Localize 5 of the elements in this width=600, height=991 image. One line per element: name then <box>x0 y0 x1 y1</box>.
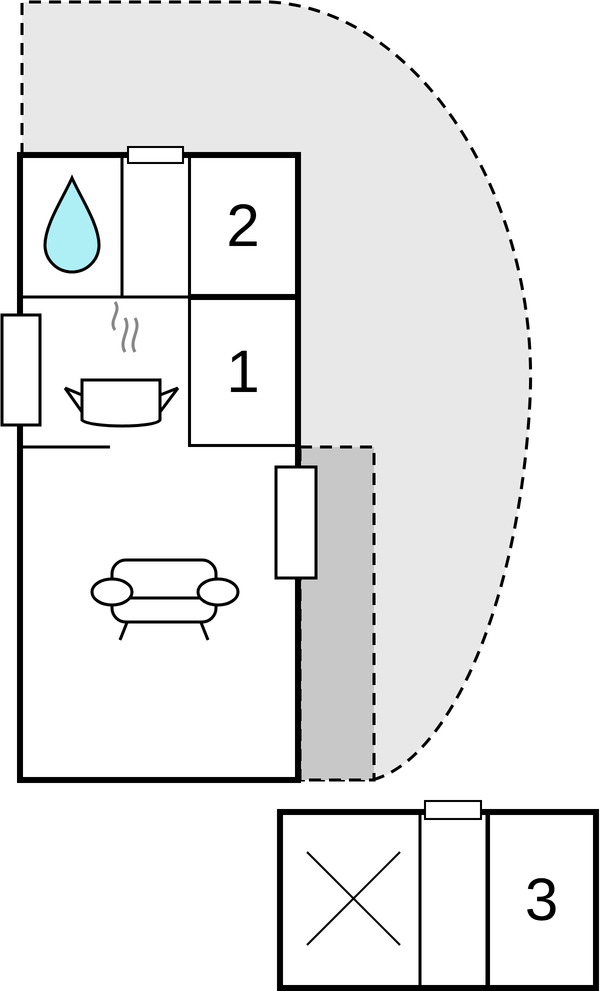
room <box>188 297 298 447</box>
room-number: 2 <box>226 196 260 256</box>
room <box>188 155 298 297</box>
room-number: 3 <box>524 870 558 930</box>
room-number: 1 <box>226 342 260 402</box>
